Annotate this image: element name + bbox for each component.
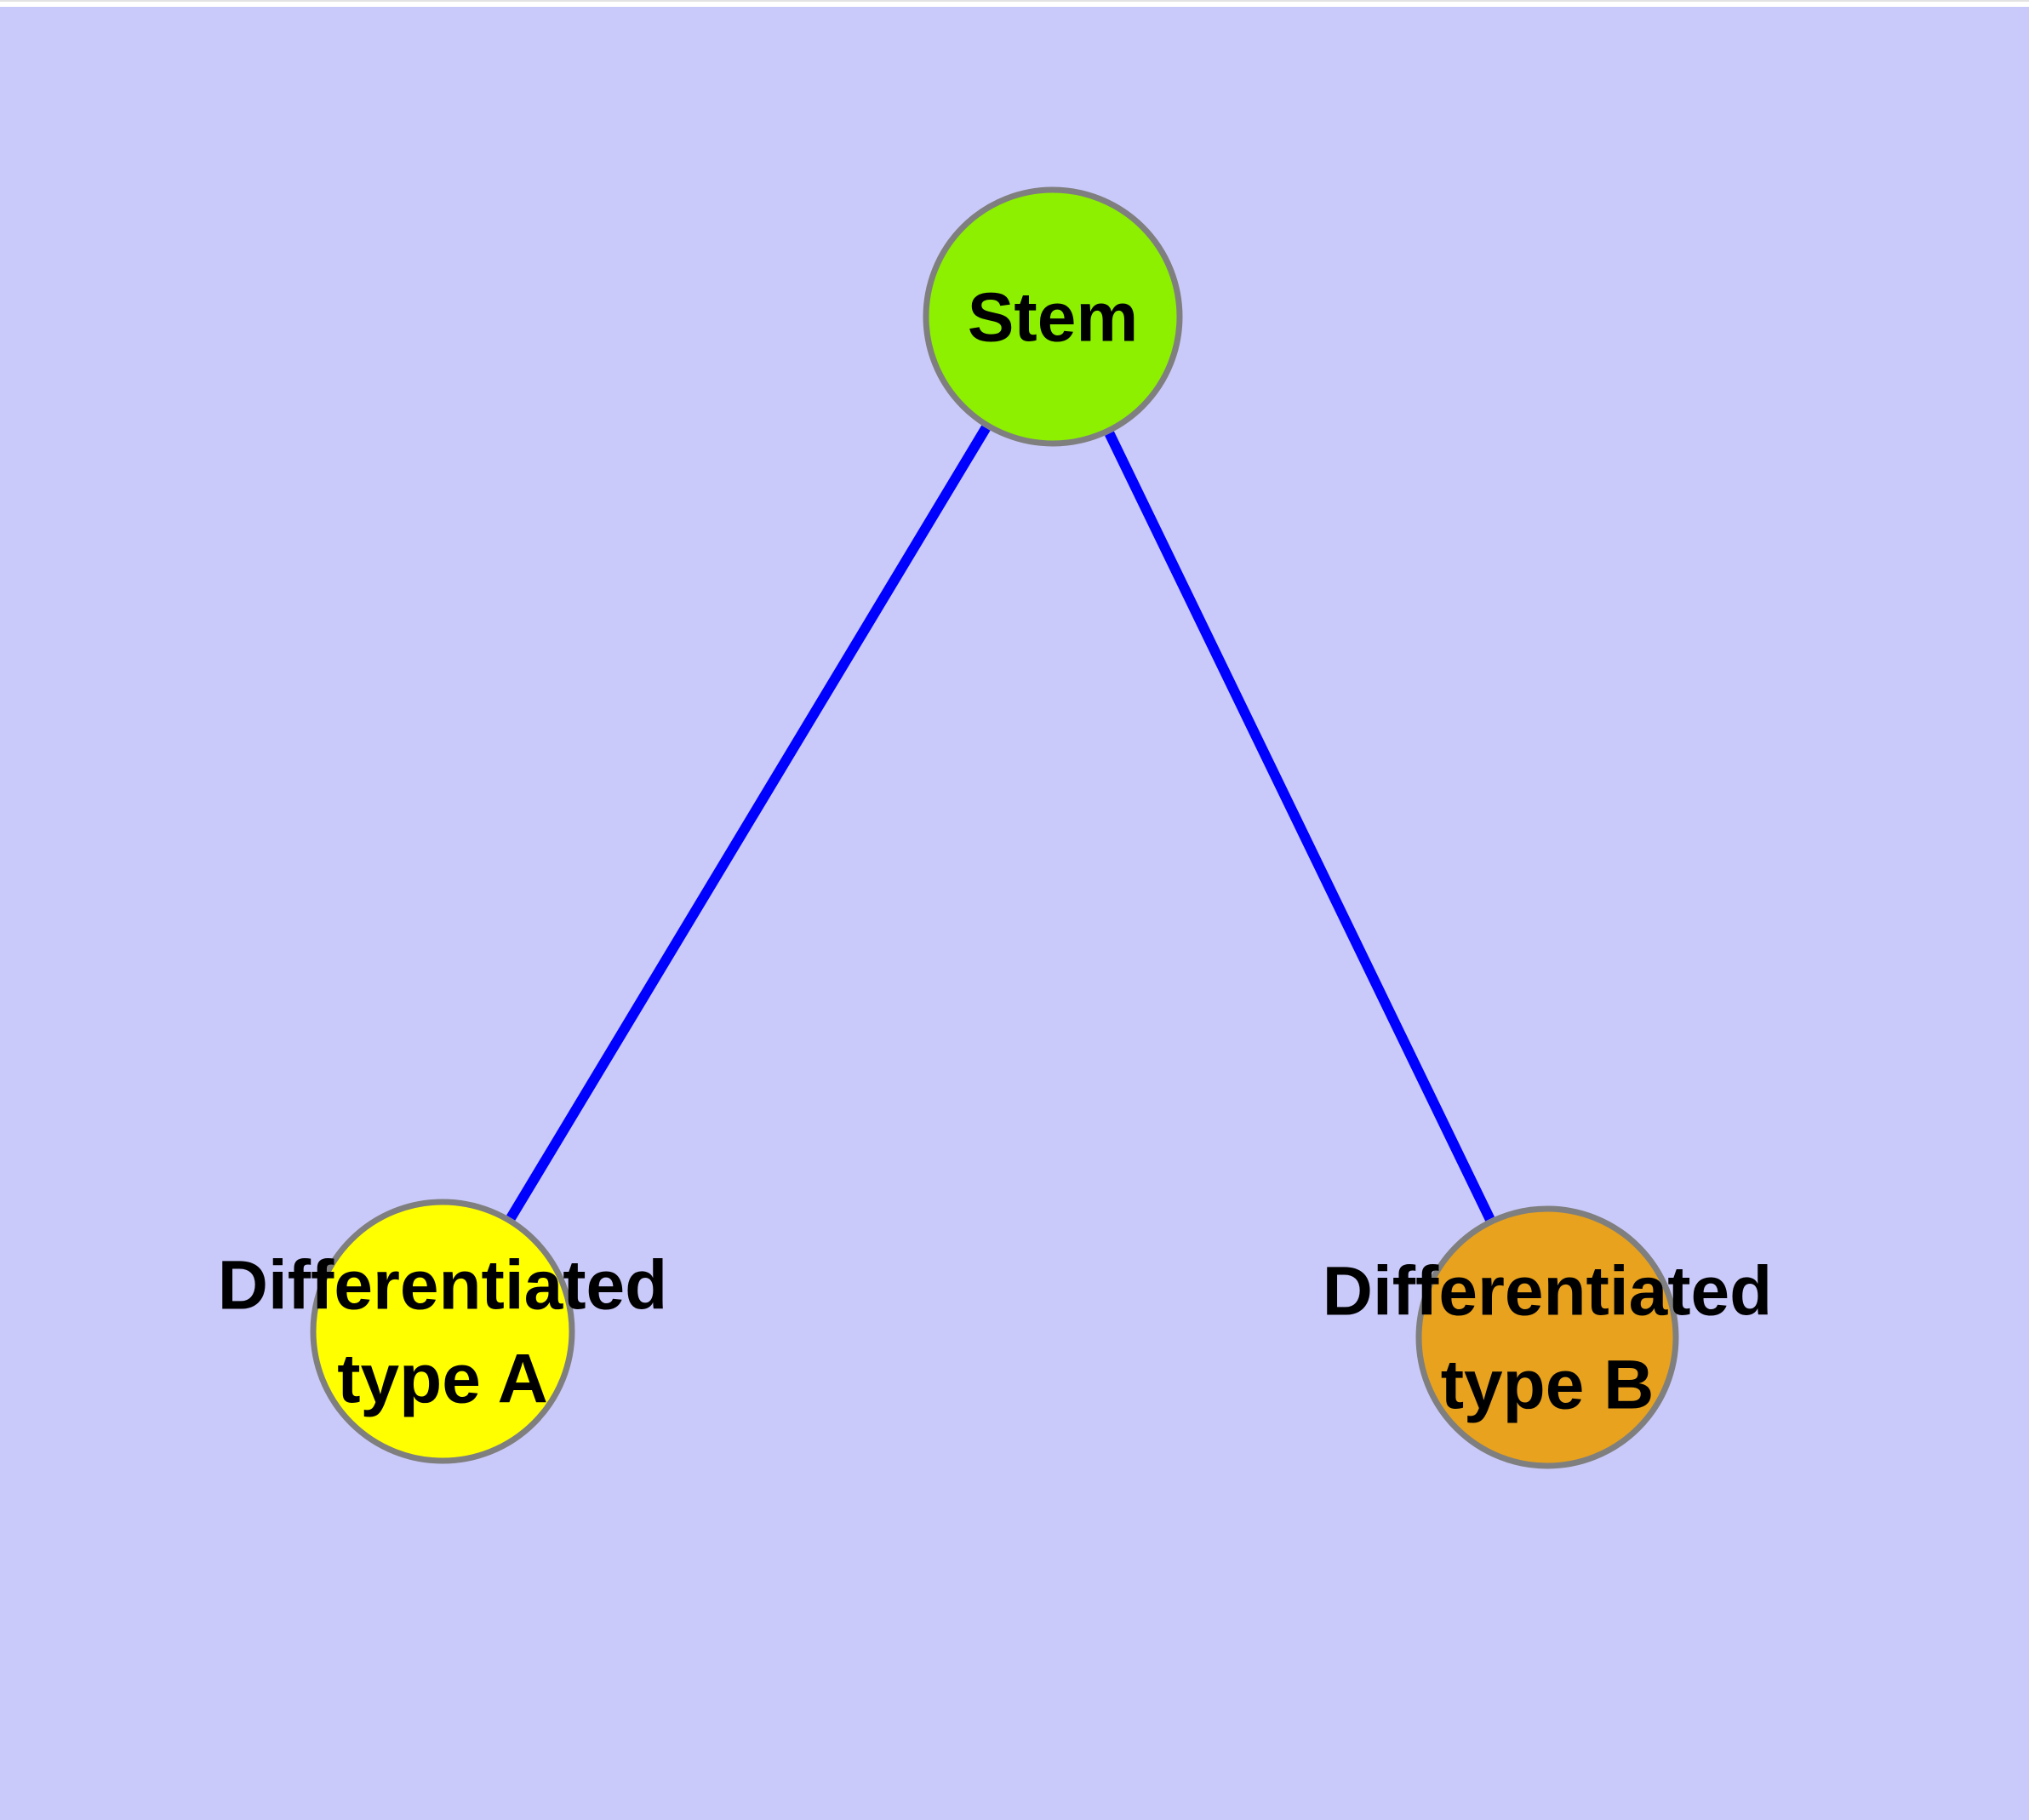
edge-stem-diff-a [506, 425, 991, 1221]
edge-stem-diff-b [1105, 431, 1495, 1222]
node-circle-diff-b[interactable] [1415, 1205, 1679, 1469]
window-top-strip [0, 0, 2029, 9]
node-stem: Stem [923, 186, 1183, 447]
node-circle-diff-a[interactable] [310, 1199, 575, 1464]
edges-layer [506, 425, 1495, 1222]
node-circle-stem[interactable] [923, 186, 1183, 447]
